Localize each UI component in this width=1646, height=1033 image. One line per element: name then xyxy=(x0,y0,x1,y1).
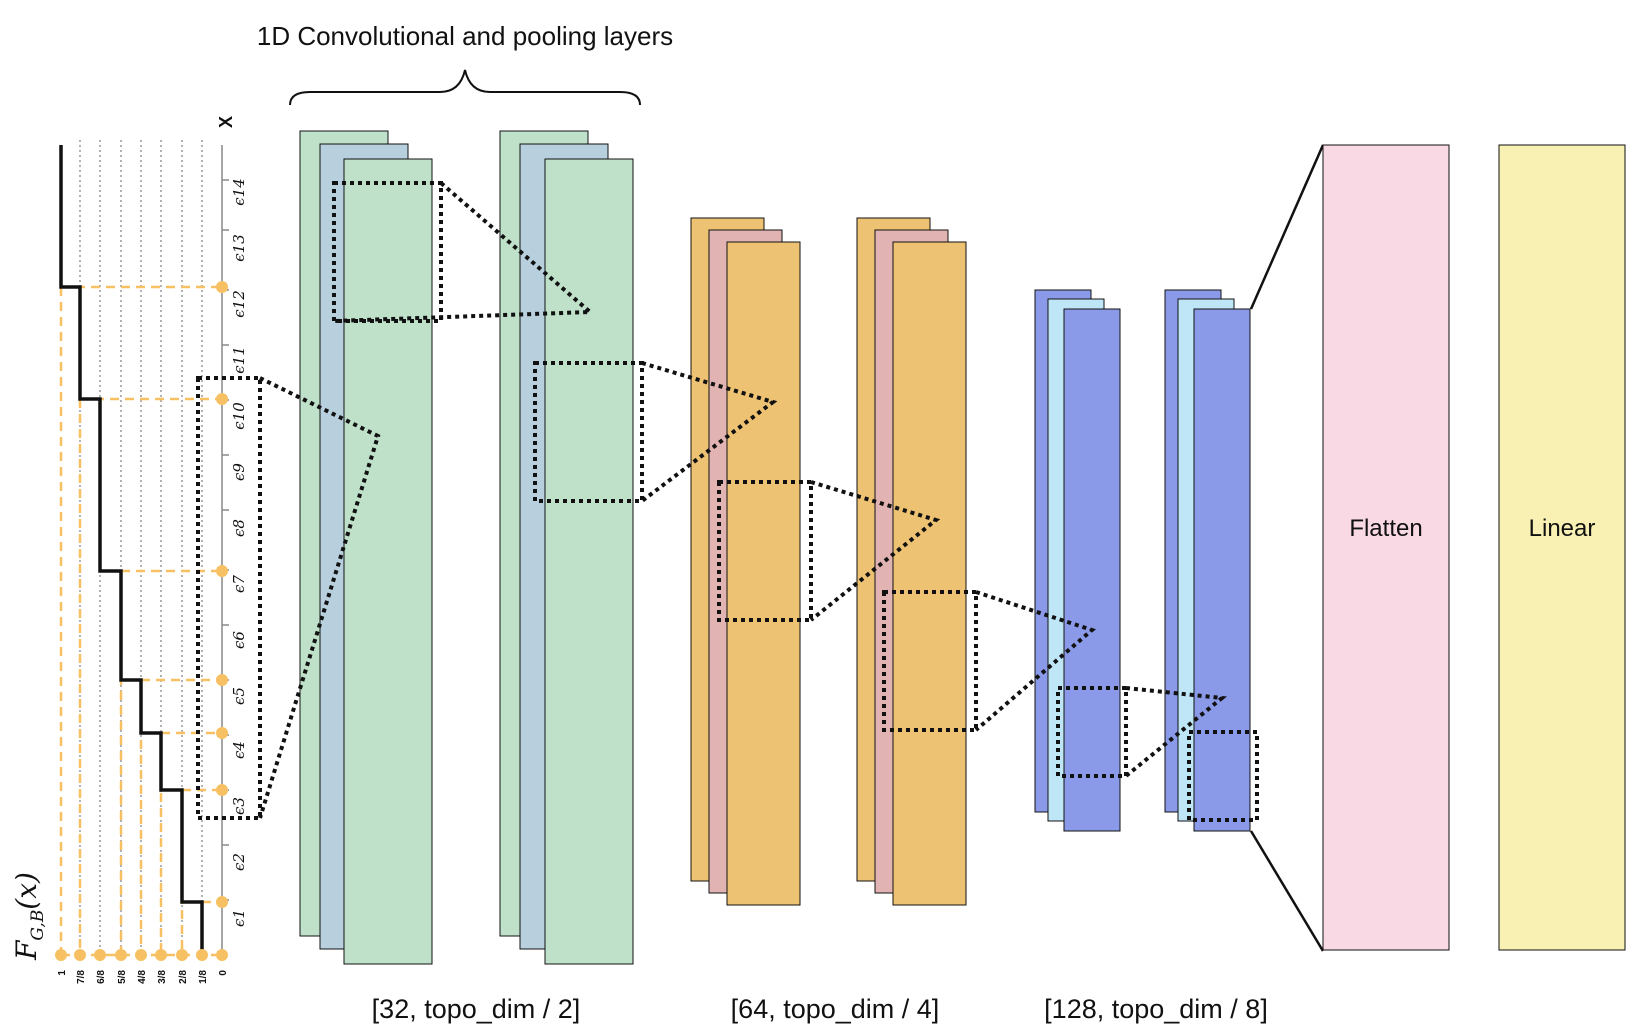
y-axis-label: FG,B(x) xyxy=(10,872,48,961)
receptive-field-box xyxy=(196,376,262,820)
x-axis-label: X xyxy=(216,116,236,128)
flatten-label: Flatten xyxy=(1349,515,1422,542)
epsilon-label: ϵ7 xyxy=(230,575,248,593)
feature-map xyxy=(343,158,433,965)
epsilon-label: ϵ4 xyxy=(230,741,248,759)
receptive-field-projection xyxy=(333,181,596,323)
conv-block-32-a xyxy=(299,130,433,965)
fraction-label: 4/8 xyxy=(137,970,148,984)
epsilon-label: ϵ5 xyxy=(230,687,248,705)
conv-block-128-b xyxy=(1164,289,1251,832)
feature-map xyxy=(726,241,801,906)
epsilon-label: ϵ2 xyxy=(230,853,248,871)
dimension-label-64: [64, topo_dim / 4] xyxy=(731,994,940,1024)
fraction-label: 5/8 xyxy=(117,970,128,984)
fraction-labels: 1 7/8 6/8 5/8 4/8 3/8 2/8 1/8 0 xyxy=(57,970,229,984)
epsilon-label: ϵ12 xyxy=(230,290,248,318)
title-brace xyxy=(289,69,641,106)
fraction-label: 7/8 xyxy=(76,970,87,984)
fraction-label: 0 xyxy=(218,970,229,976)
epsilon-label: ϵ14 xyxy=(230,178,248,206)
fraction-label: 1/8 xyxy=(198,970,209,984)
receptive-field-box xyxy=(533,361,644,503)
conv-block-64-a xyxy=(690,217,801,906)
conv-block-32-b xyxy=(499,130,634,965)
receptive-field-box xyxy=(1056,686,1128,778)
epsilon-label: ϵ6 xyxy=(230,631,248,649)
epsilon-label: ϵ13 xyxy=(230,234,248,262)
feature-map xyxy=(1063,308,1121,832)
linear-label: Linear xyxy=(1529,515,1596,542)
epsilon-label: ϵ1 xyxy=(230,909,248,927)
feature-map xyxy=(892,241,967,906)
epsilon-dots xyxy=(216,281,228,908)
ecdf-plot: X ϵ1 ϵ2 ϵ3 ϵ4 ϵ5 ϵ6 ϵ7 ϵ8 ϵ9 ϵ10 ϵ11 ϵ12… xyxy=(10,116,248,984)
epsilon-label: ϵ8 xyxy=(230,519,248,537)
feature-map xyxy=(544,158,634,965)
fraction-gridlines xyxy=(79,140,203,955)
receptive-field-box xyxy=(717,480,813,622)
receptive-field-projection xyxy=(809,480,941,622)
epsilon-label: ϵ3 xyxy=(230,797,248,815)
receptive-field-connections xyxy=(196,181,1259,822)
conv-block-128-a xyxy=(1034,289,1121,832)
fraction-label: 2/8 xyxy=(178,970,189,984)
linear-layer xyxy=(1498,144,1626,951)
receptive-field-projection xyxy=(258,376,381,819)
fraction-dots xyxy=(55,949,228,961)
diagram-title: 1D Convolutional and pooling layers xyxy=(257,21,673,51)
receptive-field-projection xyxy=(1124,686,1228,778)
flatten-layer xyxy=(1322,144,1450,951)
flatten-connection xyxy=(1249,144,1325,952)
receptive-field-box xyxy=(332,181,443,323)
dimension-label-32: [32, topo_dim / 2] xyxy=(372,994,581,1024)
fraction-label: 3/8 xyxy=(157,970,168,984)
fraction-label: 1 xyxy=(57,970,68,976)
receptive-field-projection xyxy=(974,590,1096,732)
epsilon-labels: ϵ1 ϵ2 ϵ3 ϵ4 ϵ5 ϵ6 ϵ7 ϵ8 ϵ9 ϵ10 ϵ11 ϵ12 ϵ… xyxy=(230,178,248,927)
epsilon-label: ϵ10 xyxy=(230,402,248,430)
epsilon-label: ϵ11 xyxy=(230,346,248,374)
conv-block-64-b xyxy=(856,217,967,906)
dimension-label-128: [128, topo_dim / 8] xyxy=(1044,994,1268,1024)
receptive-field-projection xyxy=(640,361,778,503)
epsilon-label: ϵ9 xyxy=(230,463,248,481)
ecdf-step-line xyxy=(59,145,204,955)
receptive-field-box xyxy=(1187,730,1259,822)
feature-map xyxy=(1193,308,1251,832)
fraction-label: 6/8 xyxy=(96,970,107,984)
receptive-field-box xyxy=(882,590,978,732)
